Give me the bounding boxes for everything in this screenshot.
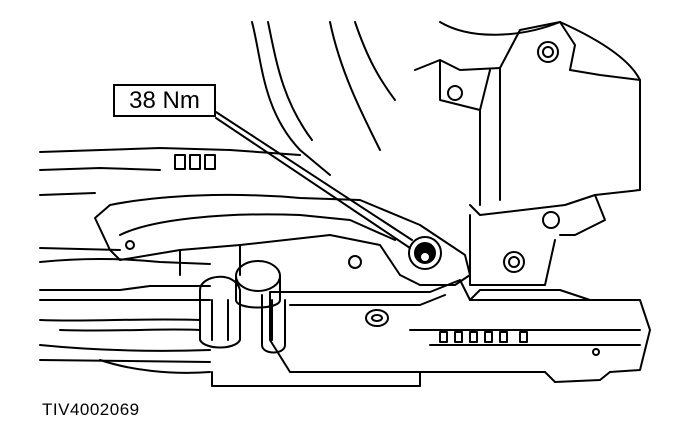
frame-rail <box>39 147 301 374</box>
transmission-case <box>211 279 651 387</box>
clamp-fitting <box>199 260 286 354</box>
studs <box>174 154 216 170</box>
upper-housing <box>251 21 641 176</box>
crossmember-arm <box>94 193 471 286</box>
bolt-icon <box>408 236 442 270</box>
mount-bracket <box>414 21 641 286</box>
callout-leader <box>215 111 413 249</box>
torque-callout: 38 Nm <box>113 84 216 117</box>
figure-id: TIV4002069 <box>42 400 140 419</box>
